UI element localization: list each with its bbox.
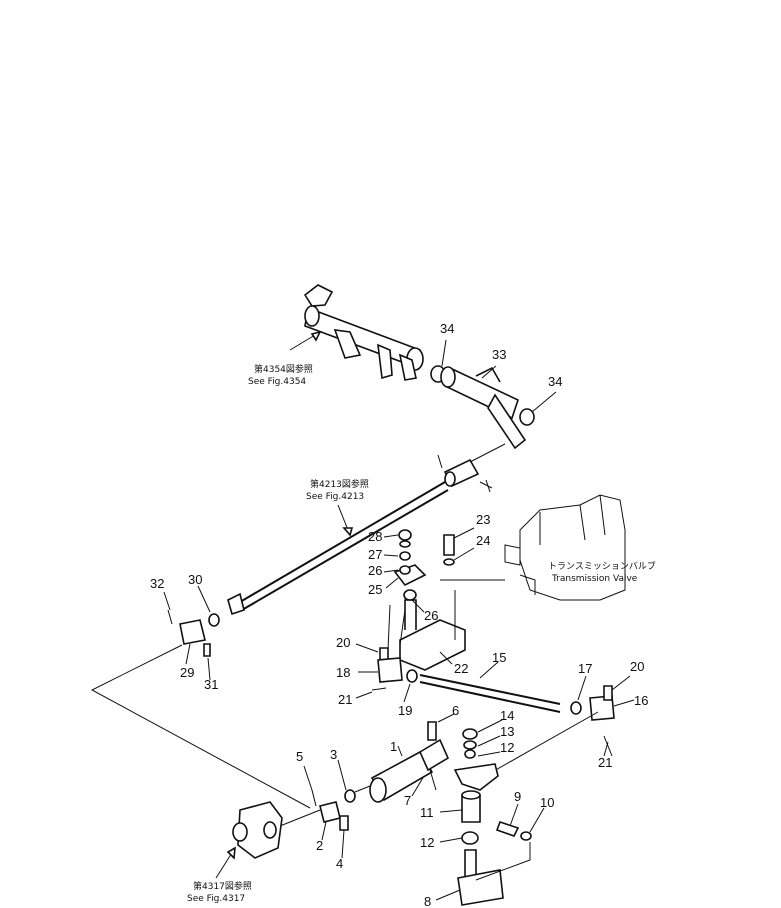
part-number: 5 xyxy=(296,749,303,764)
part-number: 21 xyxy=(338,692,352,707)
part-number: 3 xyxy=(330,747,337,762)
part-number: 22 xyxy=(454,661,468,676)
part-number: 2 xyxy=(316,838,323,853)
part-number: 6 xyxy=(452,703,459,718)
leader-lines xyxy=(163,339,635,901)
ref-4354-en: See Fig.4354 xyxy=(248,377,306,387)
ref-4317-jp: 第4317図参照 xyxy=(193,880,252,892)
part-number: 32 xyxy=(150,576,164,591)
part-number: 28 xyxy=(368,529,382,544)
part-number: 26 xyxy=(368,563,382,578)
part-number: 12 xyxy=(420,835,434,850)
part-number: 23 xyxy=(476,512,490,527)
part-number: 17 xyxy=(578,661,592,676)
lever-33 xyxy=(430,365,535,450)
ref-4317-en: See Fig.4317 xyxy=(187,894,245,904)
transmission-label-jp: トランスミッションバルブ xyxy=(548,560,656,572)
part-number: 27 xyxy=(368,547,382,562)
part-number: 1 xyxy=(390,739,397,754)
guide-line-right xyxy=(477,711,599,781)
part-number: 9 xyxy=(514,789,521,804)
part-number: 15 xyxy=(492,650,506,665)
part-number: 16 xyxy=(634,693,648,708)
part-number: 25 xyxy=(368,582,382,597)
part-number: 21 xyxy=(598,755,612,770)
part-number: 14 xyxy=(500,708,514,723)
part-number: 34 xyxy=(548,374,562,389)
ref-4213-en: See Fig.4213 xyxy=(306,492,364,502)
upper-lever-assembly xyxy=(303,284,424,381)
transmission-valve xyxy=(504,494,626,601)
part-number: 4 xyxy=(336,856,343,871)
part-number: 10 xyxy=(540,795,554,810)
part-number: 26 xyxy=(424,608,438,623)
long-rod-assembly xyxy=(227,443,506,616)
part-number: 30 xyxy=(188,572,202,587)
ref-4213-jp: 第4213図参照 xyxy=(310,478,369,490)
part-number: 20 xyxy=(336,635,350,650)
part-number: 29 xyxy=(180,665,194,680)
part-number: 11 xyxy=(420,805,434,820)
guide-line-left xyxy=(90,644,311,809)
bracket-22-assembly xyxy=(379,529,505,671)
part-number: 8 xyxy=(424,894,431,908)
part-number: 13 xyxy=(500,724,514,739)
part-number: 31 xyxy=(204,677,218,692)
lower-left-part xyxy=(232,801,283,859)
part-number: 20 xyxy=(630,659,644,674)
rod-15-assembly xyxy=(371,604,615,757)
part-number: 18 xyxy=(336,665,350,680)
part-number: 7 xyxy=(404,793,411,808)
ref-4354-jp: 第4354図参照 xyxy=(254,363,313,375)
transmission-label-en: Transmission Valve xyxy=(551,574,638,584)
pivot-11-assembly xyxy=(429,728,532,906)
cylinder-1-assembly xyxy=(269,721,450,831)
reference-arrows xyxy=(215,330,354,879)
part-number: 12 xyxy=(500,740,514,755)
part-number: 33 xyxy=(492,347,506,362)
part-number: 34 xyxy=(440,321,454,336)
part-number: 19 xyxy=(398,703,412,718)
clevis-29 xyxy=(167,609,220,657)
part-number: 24 xyxy=(476,533,490,548)
